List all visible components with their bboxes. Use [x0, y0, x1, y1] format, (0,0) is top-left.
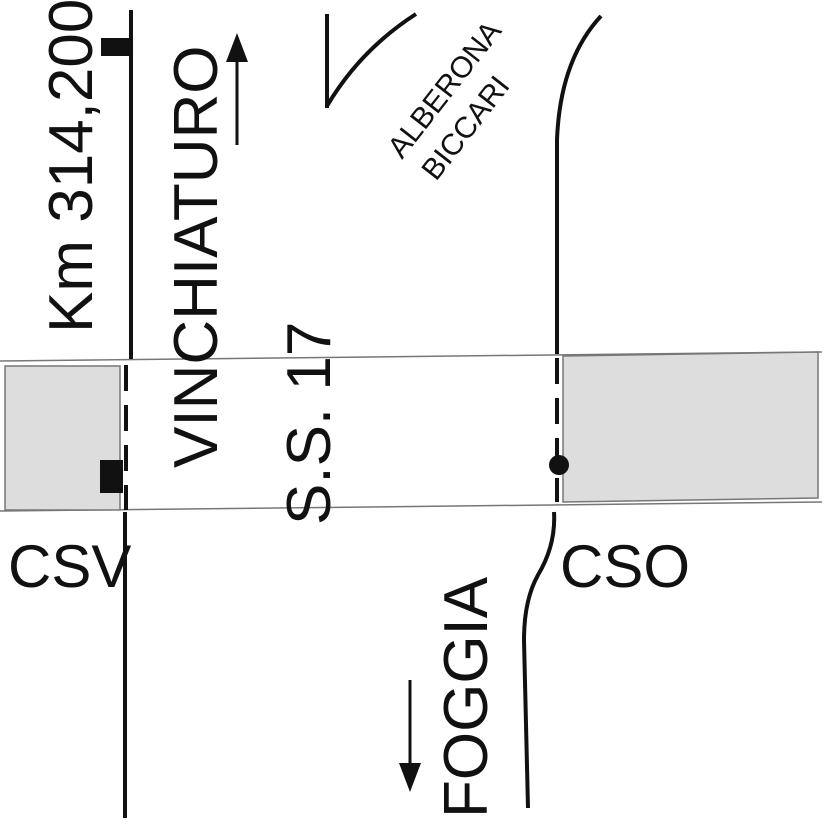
cso-label: CSO — [560, 533, 690, 600]
csv-label: CSV — [8, 533, 131, 600]
foggia-label: FOGGIA — [432, 576, 501, 818]
csv-marker — [100, 460, 123, 493]
side-road-curve — [325, 12, 418, 108]
arrow-down-head — [399, 763, 421, 792]
ss17-bottom-edge — [0, 501, 823, 512]
arrow-up-head — [226, 33, 248, 62]
right-area — [562, 351, 819, 503]
km-marker — [101, 38, 131, 56]
right-road — [555, 14, 603, 354]
cso-point — [549, 455, 569, 475]
right-road-south — [521, 511, 557, 809]
vinchiaturo-label: VINCHIATURO — [162, 45, 231, 468]
ss17-label: S.S. 17 — [275, 322, 344, 525]
km-label: Km 314,200 — [37, 0, 106, 333]
